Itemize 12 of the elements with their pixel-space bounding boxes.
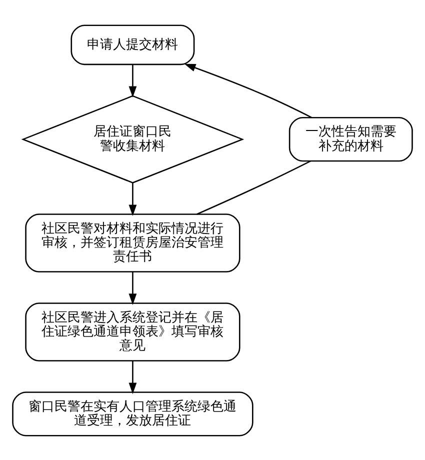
- node-box: 一次性告知需要补充的材料: [288, 116, 413, 162]
- connector: [196, 160, 311, 214]
- node-box: 社区民警对材料和实际情况进行审核，并签订租赁房屋治安管理责任书: [25, 213, 240, 272]
- arrow: [128, 272, 137, 304]
- arrow: [128, 64, 137, 98]
- arrow: [128, 182, 137, 216]
- arrow: [128, 360, 137, 394]
- node-box: 申请人提交材料: [70, 24, 195, 65]
- node-box: 窗口民警在实有人口管理系统绿色通道受理，发放居住证: [12, 391, 254, 436]
- arrow: [184, 63, 312, 118]
- node-diamond: 居住证窗口民警收集材料: [21, 94, 244, 183]
- node-box: 社区民警进入系统登记并在《居住证绿色通道申领表》填写审核意见: [25, 302, 240, 361]
